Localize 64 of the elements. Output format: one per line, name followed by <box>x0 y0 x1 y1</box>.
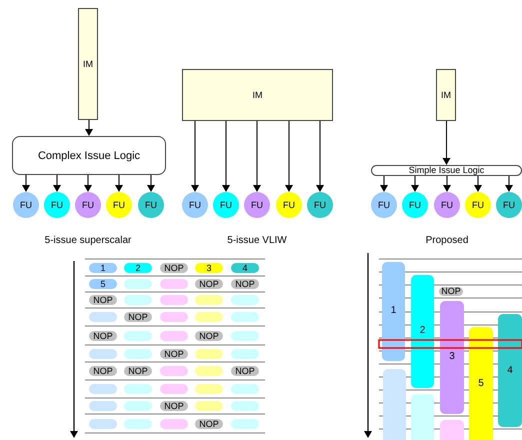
functional-unit-circle: FU <box>276 192 302 218</box>
arrow <box>191 120 199 192</box>
functional-unit-circle: FU <box>465 192 491 218</box>
nop-slot: NOP <box>195 279 223 289</box>
functional-unit-circle: FU <box>182 192 208 218</box>
issue-logic-box: Complex Issue Logic <box>12 136 166 175</box>
diagram-caption: 5-issue VLIW <box>226 235 288 246</box>
instruction-slot: 4 <box>231 262 259 272</box>
issue-logic-box: Simple Issue Logic <box>371 165 522 176</box>
arrow <box>411 176 419 192</box>
functional-unit-circle: FU <box>44 192 70 218</box>
nop-slot: NOP <box>439 287 463 296</box>
instruction-slot: 5 <box>89 279 117 289</box>
functional-unit-circle: FU <box>75 192 101 218</box>
arrow <box>222 120 230 192</box>
functional-unit-circle: FU <box>434 192 460 218</box>
nop-slot: NOP <box>124 312 152 322</box>
arrow <box>285 120 293 192</box>
instruction-bar: 1 <box>382 262 405 361</box>
nop-slot: NOP <box>231 366 259 376</box>
nop-slot: NOP <box>231 279 259 289</box>
arrow <box>22 174 30 192</box>
arrow <box>443 176 451 192</box>
functional-unit-circle: FU <box>307 192 333 218</box>
functional-unit-circle: FU <box>371 192 397 218</box>
nop-slot: NOP <box>160 262 188 272</box>
arrow <box>53 174 61 192</box>
instruction-bar: 3 <box>440 301 464 414</box>
nop-slot: NOP <box>160 348 188 358</box>
nop-slot: NOP <box>195 330 223 340</box>
instruction-slot: 1 <box>89 262 117 272</box>
instruction-bar: 5 <box>469 327 493 440</box>
nop-slot: NOP <box>89 366 117 376</box>
arrow <box>84 174 92 192</box>
functional-unit-circle: FU <box>244 192 270 218</box>
arrow <box>147 174 155 192</box>
nop-slot: NOP <box>89 295 117 305</box>
memory-block: IM <box>182 69 333 121</box>
functional-unit-circle: FU <box>402 192 428 218</box>
instruction-bar: 2 <box>411 275 434 388</box>
instruction-slot: 3 <box>195 262 223 272</box>
functional-unit-circle: FU <box>138 192 164 218</box>
functional-unit-circle: FU <box>496 192 522 218</box>
nop-slot: NOP <box>124 366 152 376</box>
arrow <box>442 120 450 165</box>
functional-unit-circle: FU <box>106 192 132 218</box>
diagram-caption: 5-issue superscalar <box>44 235 132 246</box>
instruction-bar: 4 <box>498 314 522 427</box>
arrow <box>474 176 482 192</box>
arrow <box>115 174 123 192</box>
arrow <box>505 176 513 192</box>
arrow <box>380 176 388 192</box>
memory-block: IM <box>436 69 456 121</box>
nop-slot: NOP <box>195 418 223 428</box>
instruction-slot: 2 <box>124 262 152 272</box>
arrow <box>253 120 261 192</box>
memory-block: IM <box>78 8 98 120</box>
nop-slot: NOP <box>89 330 117 340</box>
functional-unit-circle: FU <box>13 192 39 218</box>
diagram-caption: Proposed <box>424 235 470 246</box>
arrow <box>85 120 93 136</box>
arrow <box>316 120 324 192</box>
nop-slot: NOP <box>160 401 188 411</box>
functional-unit-circle: FU <box>213 192 239 218</box>
